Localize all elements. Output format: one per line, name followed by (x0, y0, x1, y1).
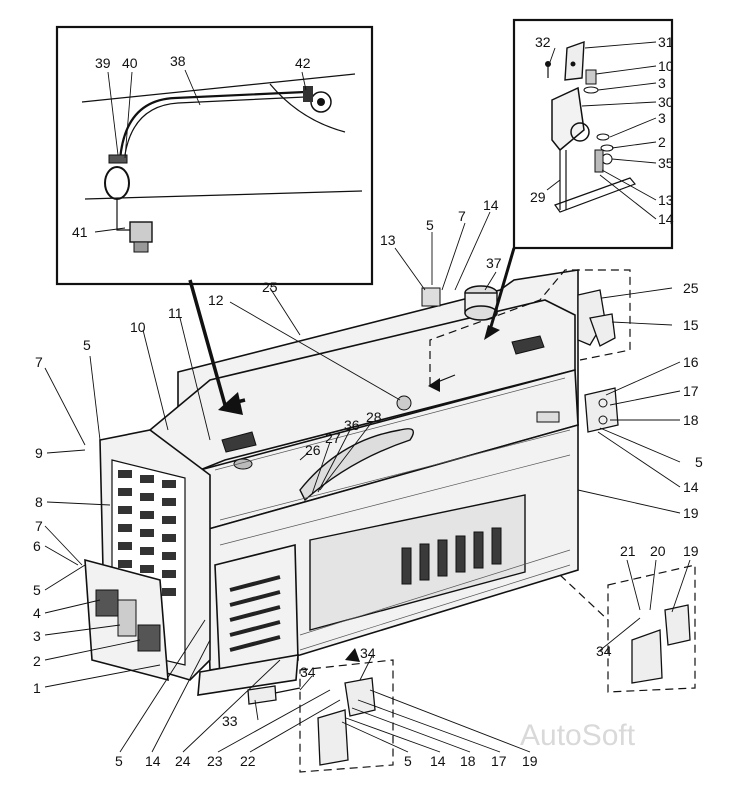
callout-39: 39 (95, 55, 111, 71)
callout-4: 4 (33, 605, 41, 621)
callout-34: 34 (300, 664, 316, 680)
callout-18: 18 (460, 753, 476, 769)
callout-3: 3 (658, 75, 666, 91)
callout-24: 24 (175, 753, 191, 769)
bracket-detail-bottom (299, 659, 394, 773)
callout-12: 12 (208, 292, 224, 308)
side-louvers (401, 527, 502, 585)
callout-8: 8 (35, 494, 43, 510)
callout-19: 19 (683, 505, 699, 521)
callout-30: 30 (658, 94, 674, 110)
callout-35: 35 (658, 155, 674, 171)
callout-25: 25 (262, 279, 278, 295)
inset-prop-rod-detail (55, 25, 374, 286)
callout-27: 27 (325, 430, 341, 446)
callout-31: 31 (658, 34, 674, 50)
callout-23: 23 (207, 753, 223, 769)
callout-14: 14 (483, 197, 499, 213)
hinge-plate-detail (584, 387, 619, 433)
callout-5: 5 (83, 337, 91, 353)
callout-19: 19 (683, 543, 699, 559)
leader-lines (44, 41, 691, 753)
callout-5: 5 (426, 217, 434, 233)
callout-10: 10 (130, 319, 146, 335)
side-vent-slots (229, 575, 281, 652)
callout-5: 5 (404, 753, 412, 769)
callout-7: 7 (458, 208, 466, 224)
callout-15: 15 (683, 317, 699, 333)
callout-20: 20 (650, 543, 666, 559)
callout-21: 21 (620, 543, 636, 559)
bracket-detail-top-right (429, 269, 631, 385)
callout-36: 36 (344, 417, 360, 433)
callout-17: 17 (491, 753, 507, 769)
callout-7: 7 (35, 354, 43, 370)
callout-14: 14 (658, 211, 674, 227)
callout-9: 9 (35, 445, 43, 461)
callout-14: 14 (430, 753, 446, 769)
callout-13: 13 (658, 192, 674, 208)
bracket-33 (247, 685, 301, 705)
callout-2: 2 (33, 653, 41, 669)
callout-34: 34 (596, 643, 612, 659)
callout-41: 41 (72, 224, 88, 240)
callout-40: 40 (122, 55, 138, 71)
callout-1: 1 (33, 680, 41, 696)
radiator-grille (84, 429, 211, 682)
callout-22: 22 (240, 753, 256, 769)
callout-16: 16 (683, 354, 699, 370)
callout-5: 5 (695, 454, 703, 470)
callout-42: 42 (295, 55, 311, 71)
callout-7: 7 (35, 518, 43, 534)
callout-18: 18 (683, 412, 699, 428)
callout-28: 28 (366, 409, 382, 425)
callout-5: 5 (115, 753, 123, 769)
hood-body (148, 269, 579, 696)
pointer-arrows (188, 247, 516, 662)
callout-3: 3 (658, 110, 666, 126)
callout-10: 10 (658, 58, 674, 74)
callout-11: 11 (168, 305, 183, 321)
callout-14: 14 (683, 479, 699, 495)
callout-25: 25 (683, 280, 699, 296)
callout-13: 13 (380, 232, 396, 248)
callout-34: 34 (360, 645, 376, 661)
callout-6: 6 (33, 538, 41, 554)
callout-19: 19 (522, 753, 538, 769)
callout-17: 17 (683, 383, 699, 399)
inset-latch-detail (512, 18, 674, 250)
bracket-detail-right (559, 564, 696, 693)
callout-14: 14 (145, 753, 161, 769)
callout-37: 37 (486, 255, 502, 271)
callout-2: 2 (658, 134, 666, 150)
callout-29: 29 (530, 189, 546, 205)
callout-26: 26 (305, 442, 321, 458)
callout-5: 5 (33, 582, 41, 598)
callout-38: 38 (170, 53, 186, 69)
watermark: AutoSoft (520, 719, 636, 752)
callout-32: 32 (535, 34, 551, 50)
callout-labels: 39 40 38 42 41 32 31 10 3 30 3 2 35 29 1… (33, 34, 703, 769)
callout-3: 3 (33, 628, 41, 644)
callout-33: 33 (222, 713, 238, 729)
